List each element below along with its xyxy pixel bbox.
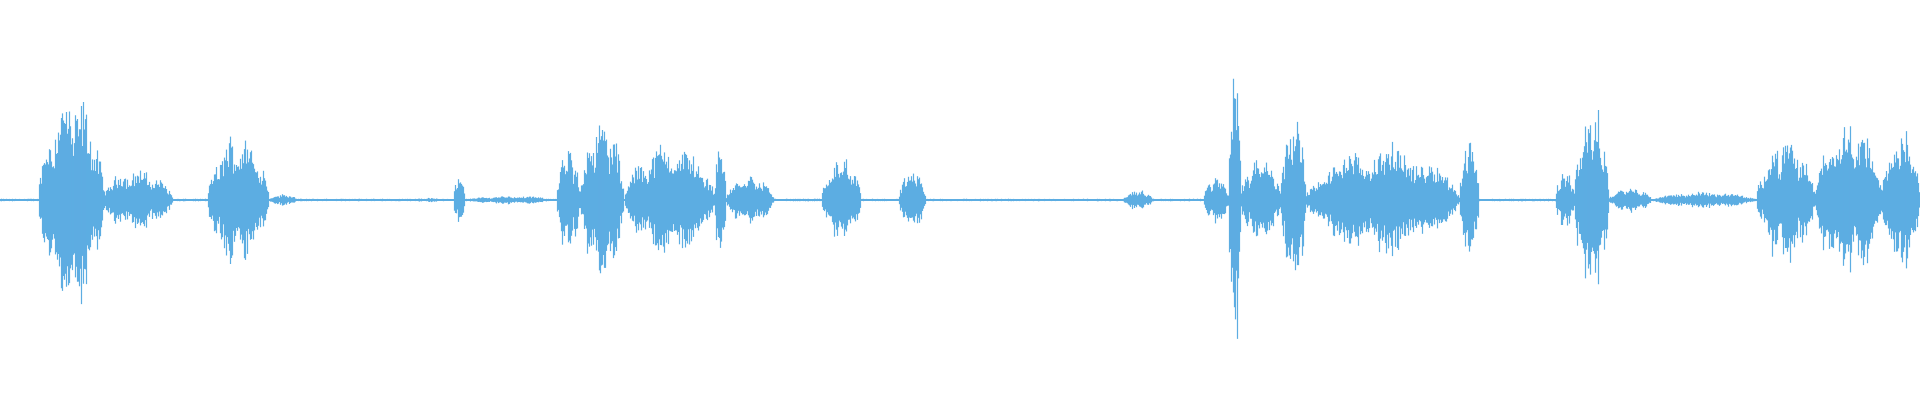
waveform-samples [0, 78, 1920, 339]
